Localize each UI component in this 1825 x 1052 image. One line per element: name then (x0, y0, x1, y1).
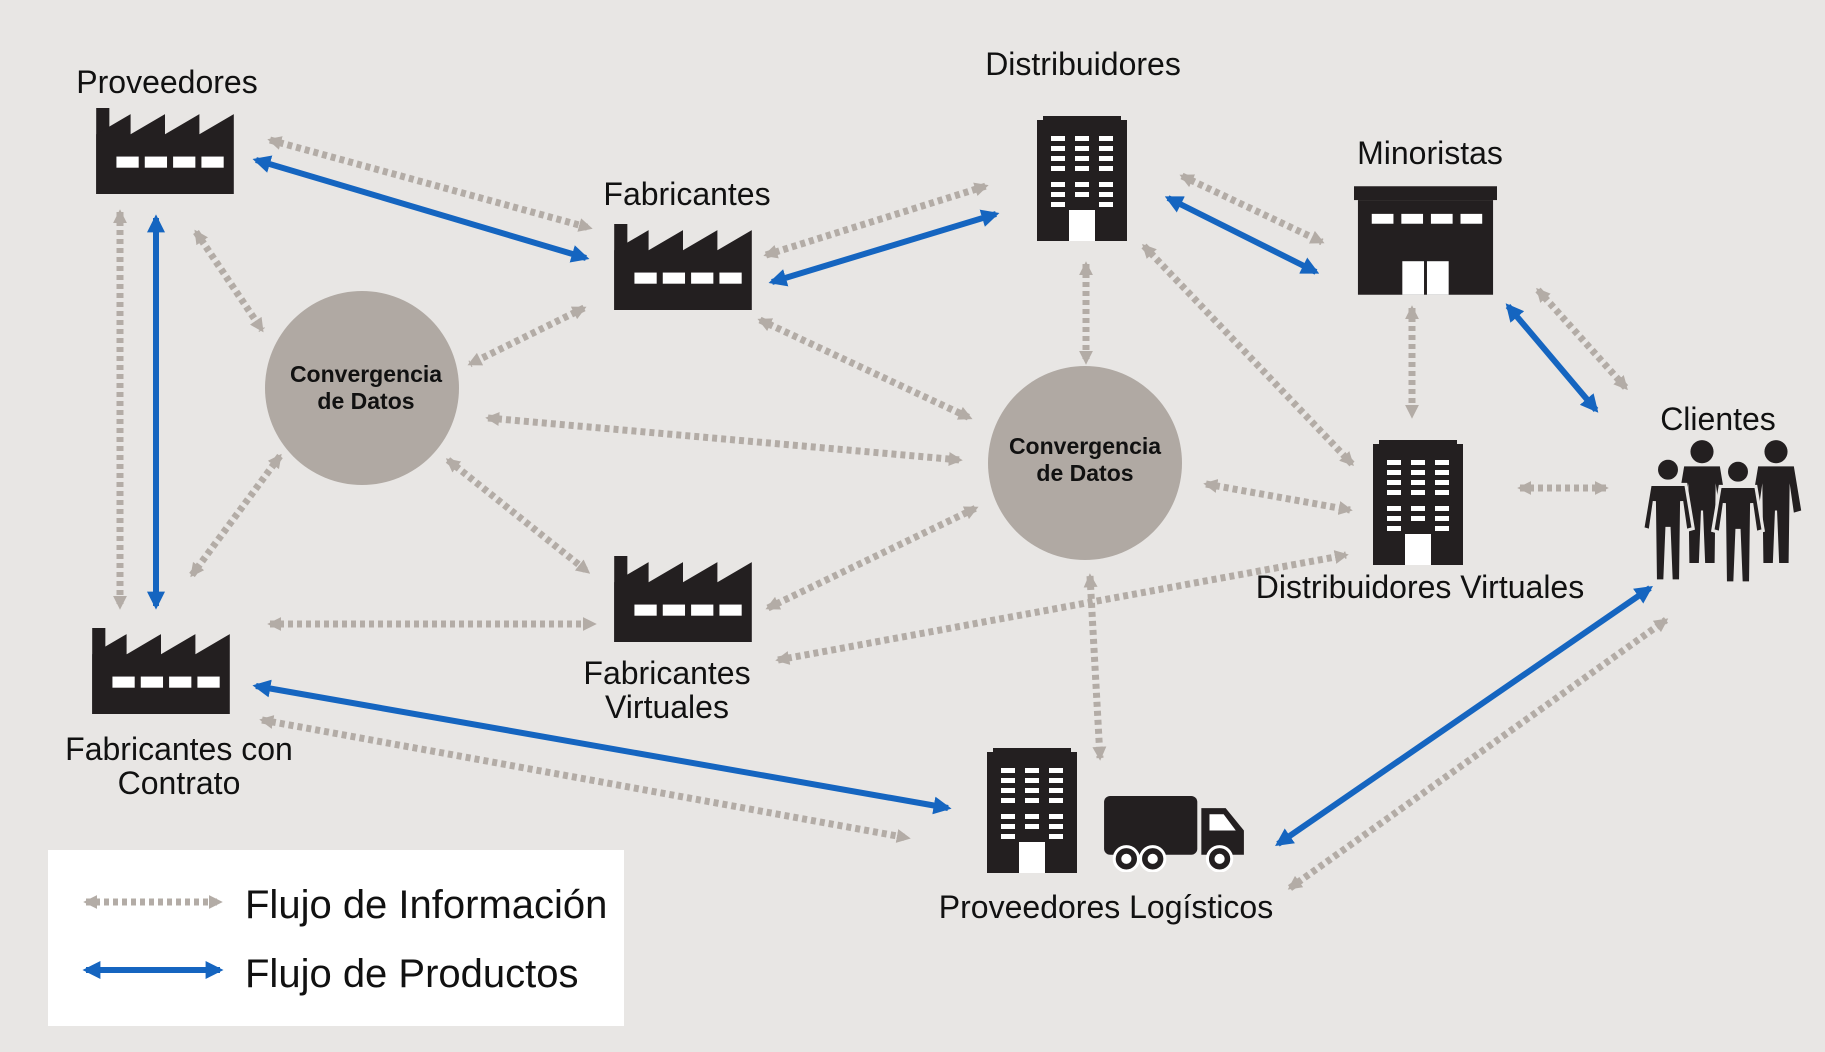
node-label-minoristas: Minoristas (1357, 135, 1503, 171)
flow-arrows (113, 136, 1669, 891)
node-label-clientes: Clientes (1660, 401, 1776, 437)
hub-center-line-1: Convergencia (1009, 433, 1161, 459)
product-flow-arrow-minoristas-to-clientes (1505, 303, 1599, 413)
information-flow-arrow-hub-center-to-distribuidores-virtuales (1203, 479, 1353, 515)
node-distribuidores: Distribuidores (985, 46, 1181, 241)
node-proveedores: Proveedores (76, 64, 258, 194)
node-distribuidores-virtuales: Distribuidores Virtuales (1256, 440, 1584, 605)
data-convergence-hub-left: Convergencia de Datos (265, 291, 459, 485)
node-label-proveedores: Proveedores (76, 64, 257, 100)
store-icon (1354, 186, 1497, 295)
node-label-fabricantes-contrato-2: Contrato (118, 765, 241, 801)
node-minoristas: Minoristas (1354, 135, 1503, 295)
product-flow-arrow-proveedores-logisticos-to-clientes (1275, 585, 1653, 847)
node-label-distribuidores-virtuales: Distribuidores Virtuales (1256, 569, 1584, 605)
product-flow-arrow-proveedores-to-fabricantes (252, 155, 590, 263)
information-flow-arrow-hub-left-to-hub-center (485, 412, 963, 466)
node-label-proveedores-logisticos: Proveedores Logísticos (939, 889, 1273, 925)
product-flow-arrow-distribuidores-to-minoristas (1164, 195, 1320, 275)
office-building-icon (1373, 440, 1463, 565)
office-building-icon (1037, 116, 1127, 241)
node-label-fabricantes-virtuales-2: Virtuales (605, 689, 729, 725)
legend-box (48, 850, 624, 1026)
node-fabricantes-contrato: Fabricantes con Contrato (65, 628, 293, 801)
node-clientes: Clientes (1641, 401, 1802, 585)
product-flow-arrow-fabricantes-contrato-to-proveedores-logisticos (252, 679, 952, 815)
information-flow-arrow-hub-left-to-fabricantes-contrato (189, 453, 283, 578)
information-flow-arrow-proveedores-to-hub-left (193, 229, 265, 333)
hub-center-line-2: de Datos (1036, 460, 1133, 486)
node-proveedores-logisticos: Proveedores Logísticos (939, 748, 1273, 925)
information-flow-arrow-fabricantes-to-hub-center (757, 316, 973, 422)
legend-product-label: Flujo de Productos (245, 952, 579, 996)
information-flow-arrow-fabricantes-virtuales-to-distribuidores-virtuales (775, 550, 1349, 665)
node-fabricantes: Fabricantes (603, 176, 771, 310)
legend-info-label: Flujo de Información (245, 883, 607, 927)
node-label-fabricantes-virtuales-1: Fabricantes (583, 655, 750, 691)
node-label-distribuidores: Distribuidores (985, 46, 1181, 82)
product-flow-arrow-fabricantes-to-distribuidores (768, 209, 1000, 287)
node-label-fabricantes: Fabricantes (603, 176, 770, 212)
data-convergence-hub-center: Convergencia de Datos (988, 366, 1182, 560)
hub-left-line-1: Convergencia (290, 361, 442, 387)
information-flow-arrow-hub-left-to-fabricantes-virtuales (445, 457, 591, 575)
hub-left-line-2: de Datos (317, 388, 414, 414)
information-flow-arrow-fabricantes-to-hub-left (467, 304, 587, 368)
office-building-icon (987, 748, 1077, 873)
legend: Flujo de Información Flujo de Productos (48, 850, 624, 1026)
node-fabricantes-virtuales: Fabricantes Virtuales (583, 556, 752, 725)
information-flow-arrow-hub-center-to-proveedores-logisticos (1083, 573, 1107, 761)
node-label-fabricantes-contrato-1: Fabricantes con (65, 731, 293, 767)
